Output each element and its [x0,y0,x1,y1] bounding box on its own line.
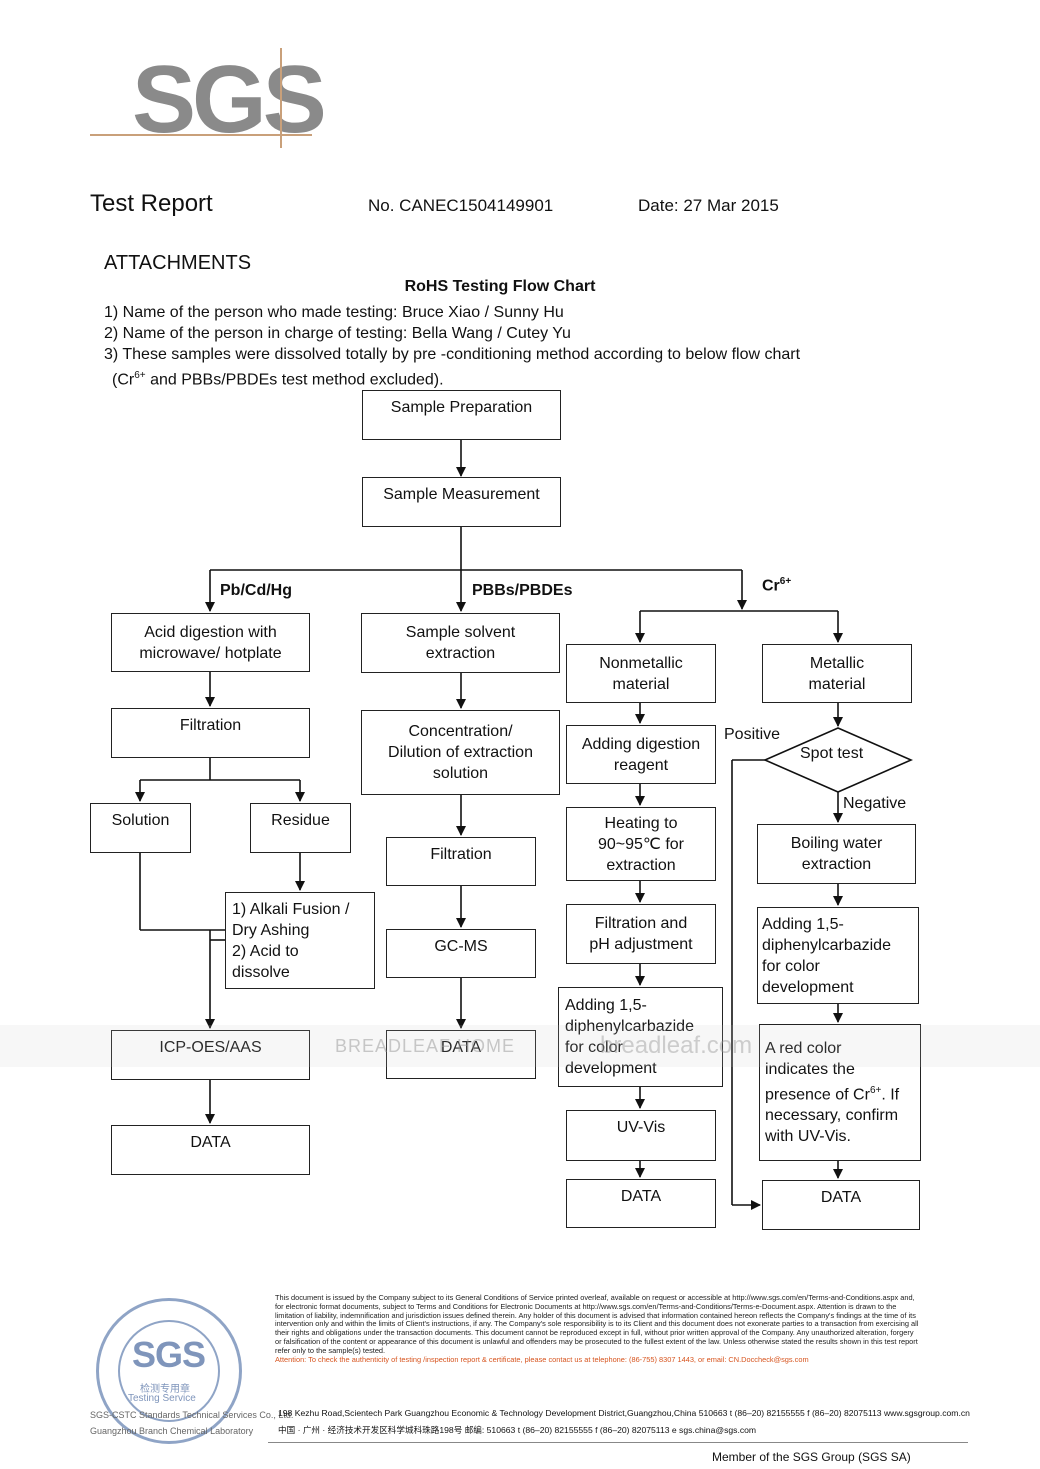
sample-preparation-label: Sample Preparation [390,399,533,416]
box-filtration-2: Filtration [386,837,536,886]
seal-lab-line: Guangzhou Branch Chemical Laboratory [90,1426,254,1436]
box-adding-dpc-1: Adding 1,5- diphenylcarbazide for color … [558,987,723,1087]
note-4-sup: 6+ [134,370,146,381]
seal-stamp-outer [96,1298,242,1444]
branch-label-cr6: Cr6+ [762,576,791,595]
box-nonmetallic-material: Nonmetallic material [566,644,716,703]
gc-ms-label: GC-MS [434,938,488,955]
box-filtration-ph: Filtration and pH adjustment [566,904,716,964]
seal-stamp-inner [118,1320,220,1422]
note-4-a: (Cr [112,371,135,389]
seal-cn-text: 检测专用章 [140,1384,190,1395]
solution-label: Solution [111,812,170,829]
sgs-logo: SGS [132,46,327,153]
watermark-text-1: BREADLEAF HOME [335,1036,516,1056]
heating-label: Heating to 90~95℃ for extraction [597,814,685,874]
report-number: No. CANEC1504149901 [368,196,554,215]
adding-dpc-1-label: Adding 1,5- diphenylcarbazide for color … [565,997,694,1077]
box-red-color: A red color indicates the presence of Cr… [759,1024,921,1161]
box-data-3: DATA [566,1179,716,1228]
negative-label: Negative [843,795,907,812]
icp-oes-aas-label: ICP-OES/AAS [159,1039,262,1056]
nonmetallic-material-label: Nonmetallic material [599,654,683,693]
red-color-text: A red color indicates the presence of Cr… [765,1038,899,1147]
residue-label: Residue [271,812,330,829]
flow-chart-title: RoHS Testing Flow Chart [404,278,596,295]
branch-cr-sup: 6+ [779,576,792,587]
branch-cr-text: Cr [762,577,780,595]
testing-notes: 1) Name of the person who made testing: … [104,302,800,390]
note-1: 1) Name of the person who made testing: … [104,304,564,321]
section-heading: ATTACHMENTS [104,252,252,274]
box-digestion-reagent: Adding digestion reagent [566,725,716,784]
box-sample-preparation: Sample Preparation [362,390,561,440]
report-date: Date: 27 Mar 2015 [638,196,779,215]
branch-label-pbbs-pbdes: PBBs/PBDEs [472,582,573,599]
box-uv-vis: UV-Vis [566,1110,716,1161]
spot-test-label: Spot test [800,745,864,762]
box-sample-measurement: Sample Measurement [362,477,561,527]
data-3-label: DATA [620,1188,662,1205]
group-membership: Member of the SGS Group (SGS SA) [712,1450,911,1464]
address-english: 198 Kezhu Road,Scientech Park Guangzhou … [278,1408,970,1418]
red-color-b: . If necessary, confirm with UV-Vis. [765,1086,900,1146]
watermark-text-2: breadleaf.com [600,1032,753,1059]
logo-rule-vertical [280,48,282,148]
branch-label-pb-cd-hg: Pb/Cd/Hg [220,582,292,599]
box-acid-digestion: Acid digestion with microwave/ hotplate [111,613,310,672]
box-alkali-fusion: 1) Alkali Fusion / Dry Ashing 2) Acid to… [225,892,375,989]
red-color-a: A red color indicates the presence of Cr [765,1039,870,1104]
box-solution: Solution [90,803,191,853]
attention-text: Attention: To check the authenticity of … [275,1354,809,1364]
box-heating: Heating to 90~95℃ for extraction [566,807,716,881]
box-data-1: DATA [111,1125,310,1175]
logo-rule-horizontal [90,134,312,136]
box-adding-dpc-2: Adding 1,5- diphenylcarbazide for color … [757,907,919,1004]
boiling-water-label: Boiling water extraction [790,835,883,873]
filtration-1-label: Filtration [179,717,242,734]
box-data-4: DATA [762,1180,920,1230]
uv-vis-label: UV-Vis [616,1119,666,1136]
data-1-label: DATA [190,1134,231,1151]
red-color-sup: 6+ [869,1084,882,1096]
seal-logo: SGS [132,1334,206,1375]
note-3: 3) These samples were dissolved totally … [104,346,801,363]
box-concentration: Concentration/ Dilution of extraction so… [361,710,560,795]
box-gc-ms: GC-MS [386,929,536,978]
filtration-2-label: Filtration [430,846,492,863]
box-icp-oes-aas: ICP-OES/AAS [111,1030,310,1080]
address-chinese: 中国 · 广州 · 经济技术开发区科学城科珠路198号 邮编: 510663 t… [278,1425,757,1435]
seal-service-text: Testing Service [128,1393,196,1404]
digestion-reagent-label: Adding digestion reagent [581,735,701,774]
adding-dpc-2-label: Adding 1,5- diphenylcarbazide for color … [762,915,891,996]
note-4: (Cr6+ and PBBs/PBDEs test method exclude… [104,365,800,390]
positive-label: Positive [724,726,781,743]
box-metallic-material: Metallic material [762,644,912,703]
sample-measurement-label: Sample Measurement [383,486,540,503]
report-title: Test Report [90,190,213,217]
box-filtration-1: Filtration [111,708,310,758]
footer-rule [268,1442,968,1443]
box-solvent-extraction: Sample solvent extraction [361,613,560,673]
alkali-fusion-label: 1) Alkali Fusion / Dry Ashing 2) Acid to… [232,900,350,981]
note-4-b: and PBBs/PBDEs test method excluded). [145,371,444,389]
data-4-label: DATA [820,1189,862,1206]
box-residue: Residue [250,803,351,853]
concentration-label: Concentration/ Dilution of extraction so… [388,723,533,782]
acid-digestion-label: Acid digestion with microwave/ hotplate [139,623,282,662]
filtration-ph-label: Filtration and pH adjustment [589,915,693,953]
metallic-material-label: Metallic material [808,654,866,693]
box-data-2: DATA [386,1030,536,1079]
data-2-label: DATA [440,1039,482,1056]
solvent-extraction-label: Sample solvent extraction [405,624,516,662]
note-2: 2) Name of the person in charge of testi… [104,325,571,342]
legal-fine-print: This document is issued by the Company s… [275,1293,920,1364]
seal-company-line: SGS-CSTC Standards Technical Services Co… [90,1410,294,1420]
box-boiling-water: Boiling water extraction [757,824,916,884]
fine-print-text: This document is issued by the Company s… [275,1293,919,1355]
watermark-band [0,1025,1040,1067]
